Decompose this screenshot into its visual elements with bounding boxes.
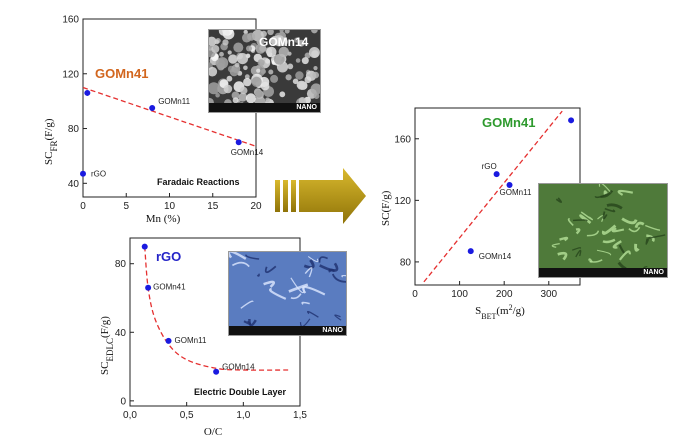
y-tick-label: 160: [62, 15, 79, 26]
x-tick-label: 20: [250, 201, 262, 212]
data-point: [493, 171, 500, 178]
bet-inset-logo: NANO: [643, 269, 664, 276]
edlc-inset-micrograph: NANO: [228, 251, 347, 336]
edlc-y-axis-label: SCEDLC(F/g): [99, 316, 115, 375]
fit-line: [423, 110, 563, 283]
data-point-label: GOMn11: [175, 336, 207, 345]
data-point: [80, 170, 86, 177]
bet-micrograph-texture: [551, 184, 666, 270]
data-point: [506, 181, 513, 188]
x-tick-label: 10: [164, 201, 176, 212]
faradaic-highlight-label: GOMn41: [95, 66, 148, 81]
data-point-label: GOMn41: [153, 283, 186, 292]
faradaic-chart: 0 5 10 15 20 40 80 120 160 Mn (%) SCFR(F/g) rGO G…: [43, 15, 264, 226]
bet-highlight-label: GOMn41: [482, 115, 535, 130]
edlc-highlight-label: rGO: [156, 249, 181, 264]
x-tick-label: 200: [496, 289, 513, 300]
edlc-tick-labels: 0,0 0,5 1,0 1,5 0 40 80: [115, 259, 308, 421]
data-point: [568, 117, 575, 124]
faradaic-y-axis-label: SCFR(F/g): [43, 118, 59, 165]
bet-tick-labels: 0 100 200 300 80 120 160: [394, 134, 557, 300]
faradaic-tick-labels: 0 5 10 15 20 40 80 120 160: [62, 15, 262, 213]
edlc-tick-marks: [129, 263, 301, 406]
data-point: [149, 105, 156, 111]
bet-fit-line: [423, 110, 563, 283]
data-point-label: GOMn11: [500, 188, 532, 197]
y-tick-label: 120: [62, 69, 79, 80]
edlc-micrograph-texture: [229, 252, 346, 328]
y-tick-label: 160: [394, 134, 411, 145]
bet-inset-scale-bar: [539, 268, 667, 277]
y-tick-label: 40: [68, 179, 80, 190]
faradaic-tick-marks: [82, 18, 257, 197]
x-tick-label: 300: [540, 289, 557, 300]
data-point-label: GOMn14: [231, 148, 264, 157]
bet-y-axis-label: SC(F/g): [380, 190, 392, 226]
data-point: [84, 89, 91, 96]
bet-x-axis-label: SBET(m2/g): [475, 303, 525, 321]
data-point-label: rGO: [91, 170, 106, 179]
y-tick-label: 80: [115, 259, 127, 270]
x-tick-label: 1,0: [236, 410, 250, 421]
data-point-label: rGO: [482, 162, 497, 171]
edlc-inset-scale-bar: [229, 326, 346, 335]
x-tick-label: 0: [80, 201, 86, 212]
y-tick-label: 0: [120, 396, 126, 407]
faradaic-inset-title: GOMn14: [259, 35, 309, 49]
data-point: [467, 248, 474, 255]
y-tick-label: 80: [68, 124, 80, 135]
faradaic-inset-micrograph: GOMn14 NANO: [208, 29, 321, 113]
y-tick-label: 120: [394, 196, 411, 207]
faradaic-x-axis-label: Mn (%): [146, 213, 181, 225]
fit-line: [82, 86, 257, 147]
y-tick-label: 40: [115, 328, 127, 339]
data-point-label: GOMn11: [158, 97, 190, 106]
data-point-label: GOMn14: [479, 252, 512, 261]
transition-arrow: [275, 168, 366, 224]
data-point: [165, 337, 172, 344]
bet-tick-marks: [414, 138, 550, 285]
data-point: [235, 139, 242, 146]
faradaic-caption: Faradaic Reactions: [157, 177, 240, 187]
x-tick-label: 1,5: [293, 410, 307, 421]
edlc-inset-logo: NANO: [322, 327, 343, 334]
x-tick-label: 0,5: [180, 410, 194, 421]
bet-inset-micrograph: NANO: [538, 183, 668, 278]
x-tick-label: 15: [207, 201, 219, 212]
x-tick-label: 0,0: [123, 410, 137, 421]
edlc-x-axis-label: O/C: [204, 426, 222, 438]
faradaic-fit-line: [82, 86, 257, 147]
faradaic-inset-scale-bar: [209, 103, 320, 112]
data-point: [145, 284, 152, 291]
y-tick-label: 80: [400, 257, 412, 268]
edlc-caption: Electric Double Layer: [194, 387, 287, 397]
faradaic-micrograph-texture: [209, 30, 320, 108]
data-point: [141, 243, 148, 250]
faradaic-inset-logo: NANO: [296, 104, 317, 111]
x-tick-label: 5: [123, 201, 129, 212]
data-point: [213, 368, 220, 375]
x-tick-label: 100: [451, 289, 468, 300]
x-tick-label: 0: [412, 289, 418, 300]
data-point-label: GOMn14: [222, 363, 255, 372]
